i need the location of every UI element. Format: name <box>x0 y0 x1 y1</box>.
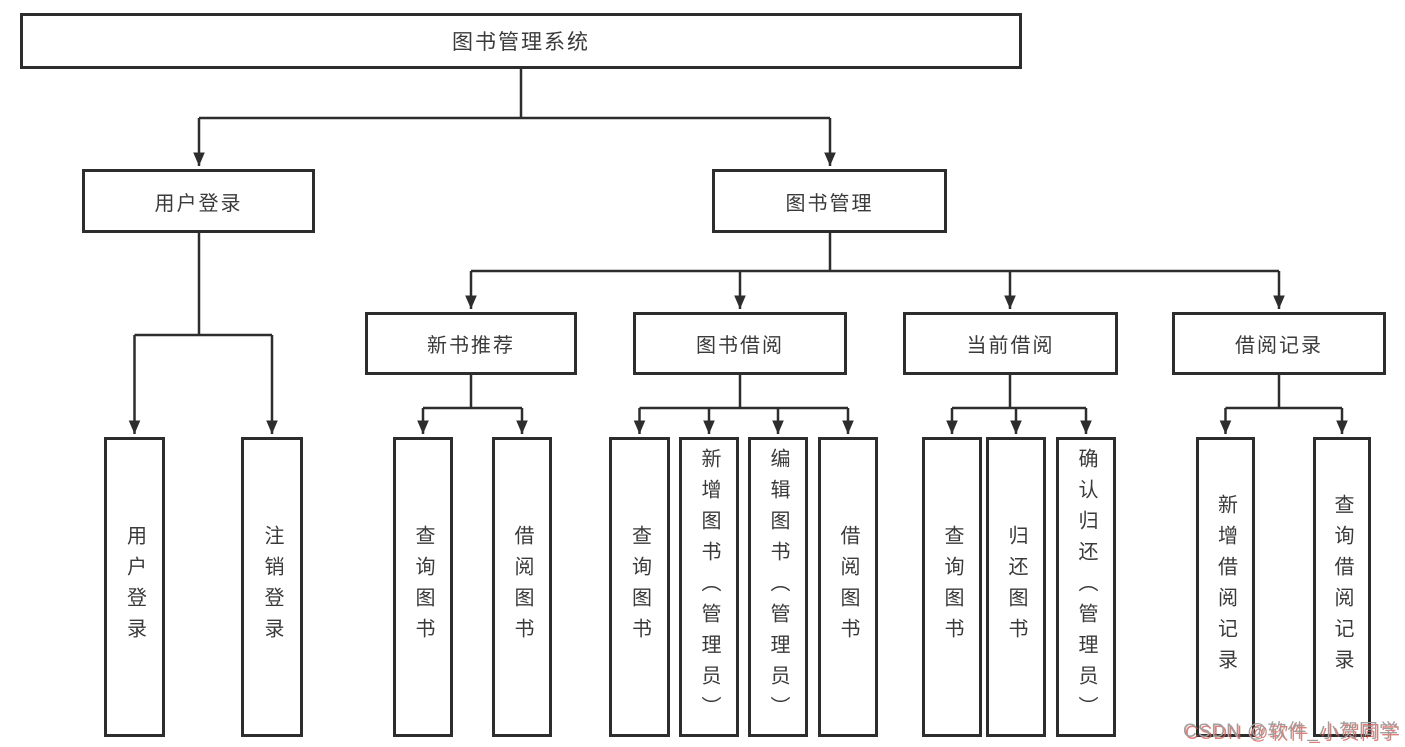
node-new-book-recommend: 新书推荐 <box>365 312 577 375</box>
leaf-logout: 注销登录 <box>241 437 303 737</box>
leaf-borrow-books: 借阅图书 <box>818 437 878 737</box>
leaf-return-books: 归还图书 <box>986 437 1046 737</box>
leaf-add-books-admin: 新增图书（管理员） <box>679 437 739 737</box>
node-user-login: 用户登录 <box>82 169 315 233</box>
node-library-management-system: 图书管理系统 <box>20 13 1022 69</box>
node-borrow-records: 借阅记录 <box>1172 312 1386 375</box>
csdn-watermark: CSDN @软件_小贺同学 <box>1183 721 1399 742</box>
leaf-query-books-recommend: 查询图书 <box>393 437 453 737</box>
node-book-management: 图书管理 <box>712 169 947 233</box>
leaf-query-books-borrow: 查询图书 <box>609 437 670 737</box>
node-current-borrow: 当前借阅 <box>903 312 1118 375</box>
leaf-query-borrow-record: 查询借阅记录 <box>1313 437 1371 737</box>
node-book-borrow: 图书借阅 <box>633 312 847 375</box>
leaf-edit-books-admin: 编辑图书（管理员） <box>748 437 808 737</box>
leaf-borrow-books-recommend: 借阅图书 <box>492 437 552 737</box>
leaf-add-borrow-record: 新增借阅记录 <box>1196 437 1255 737</box>
leaf-query-books-current: 查询图书 <box>922 437 982 737</box>
leaf-user-login: 用户登录 <box>104 437 165 737</box>
leaf-confirm-return-admin: 确认归还（管理员） <box>1056 437 1116 737</box>
